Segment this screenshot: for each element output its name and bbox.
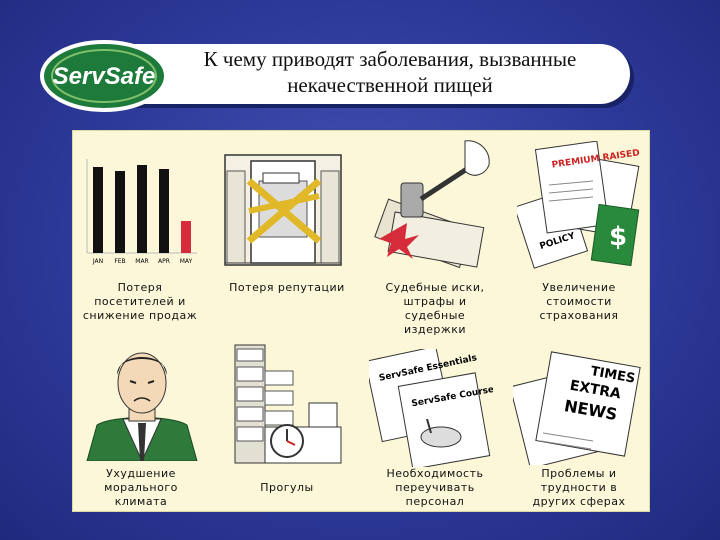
chart-bar-apr (159, 169, 169, 253)
chart-month-feb: FEB (114, 258, 125, 265)
logo-text: ServSafe (53, 63, 156, 90)
gavel-icon (373, 135, 499, 269)
caption-absenteeism: Прогулы (260, 481, 314, 494)
chart-bar-mar (137, 165, 147, 253)
content-panel: JAN FEB MAR APR MAY (72, 130, 650, 512)
chart-month-apr: APR (158, 258, 170, 265)
chart-bar-jan (93, 167, 103, 253)
title-banner (120, 44, 630, 104)
chart-month-may: MAY (180, 258, 193, 265)
caption-lost-reputation: Потеря репутации (229, 281, 345, 294)
bar-chart-icon: JAN FEB MAR APR MAY (81, 153, 199, 271)
insurance-documents-icon: POLICY PREMIUM RAISED $ (513, 140, 643, 269)
time-clock-icon (229, 341, 349, 465)
chart-month-jan: JAN (92, 258, 103, 265)
servsafe-logo: ServSafe (34, 36, 174, 116)
sad-employee-icon (83, 343, 201, 463)
title-line-1: К чему приводят заболевания, вызванные (203, 47, 577, 71)
chart-bar-may (181, 221, 191, 253)
chart-bar-feb (115, 171, 125, 253)
dollar-sign: $ (609, 222, 627, 252)
closed-door-icon (223, 151, 343, 269)
newspapers-icon: TIMES EXTRA NEWS (509, 349, 641, 470)
page-title: К чему приводят заболевания, вызванные н… (150, 46, 630, 98)
training-books-icon: ServSafe Essentials ServSafe Coursebook (364, 345, 520, 470)
title-line-2: некачественной пищей (287, 73, 493, 97)
chart-month-mar: MAR (135, 258, 148, 265)
